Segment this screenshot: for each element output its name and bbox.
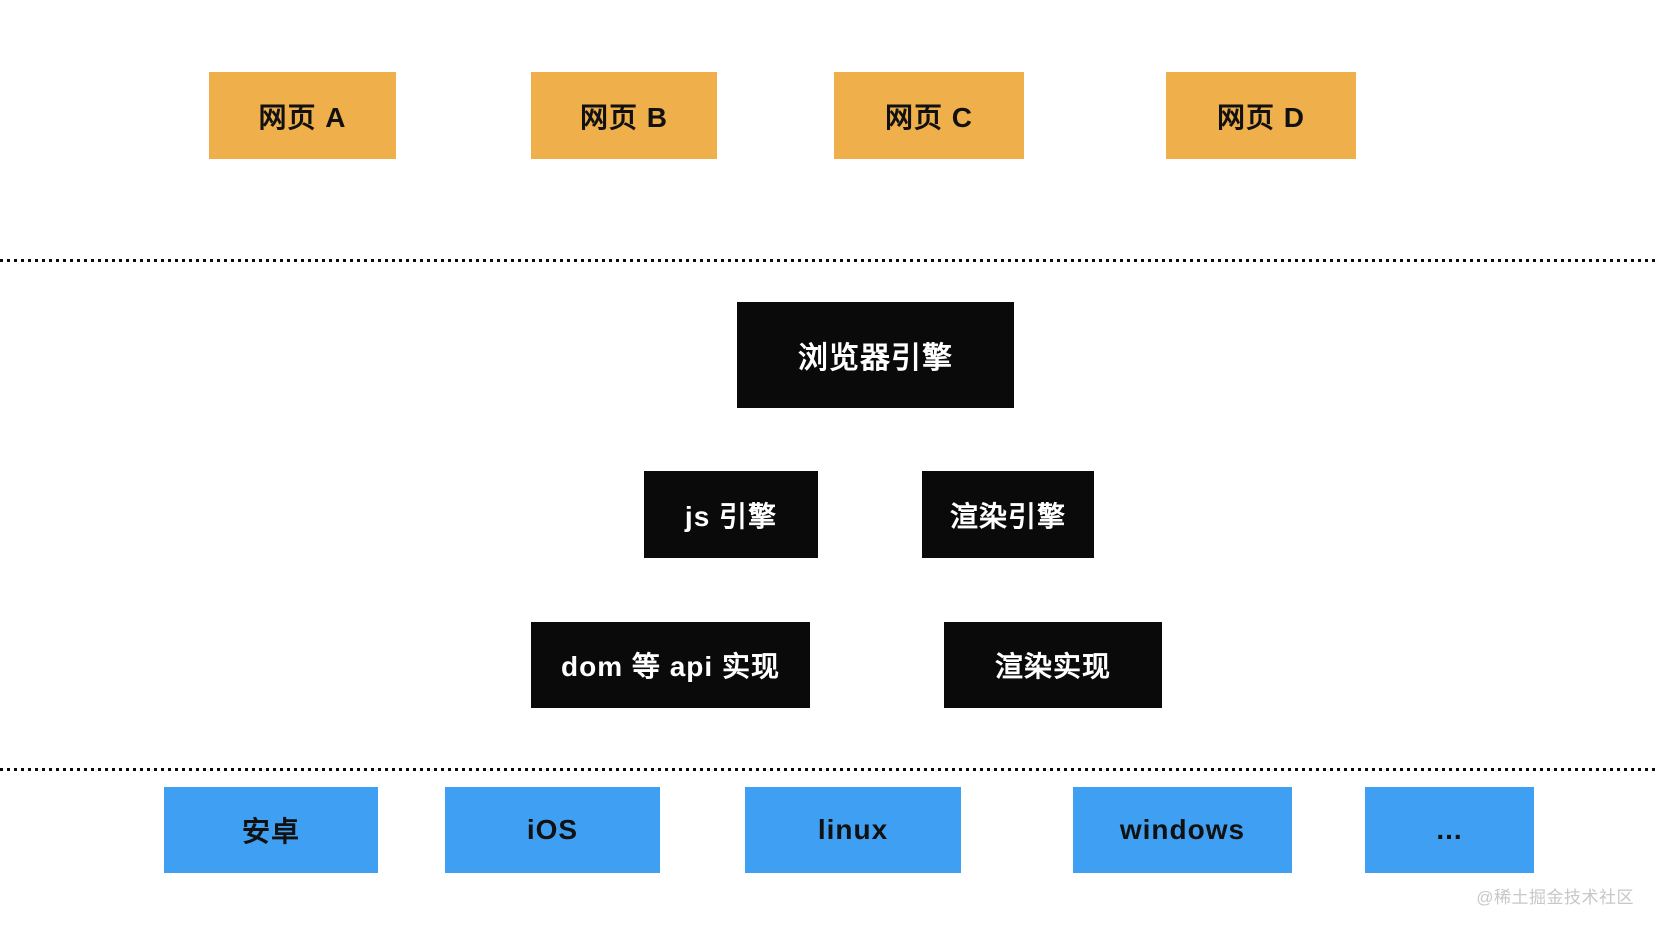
platform-ios-label: iOS (526, 814, 579, 845)
render-implementation-label: 渲染实现 (994, 651, 1111, 682)
platform-windows-label: windows (1119, 814, 1246, 845)
diagram-node-webpage-a: 网页 A (209, 72, 396, 159)
webpage-a-label: 网页 A (258, 101, 347, 133)
diagram-node-webpage-c: 网页 C (834, 72, 1024, 159)
platform-ellipsis-label: ... (1436, 814, 1463, 845)
platform-android-label: 安卓 (241, 816, 300, 847)
diagram-node-platform-ellipsis: ... (1365, 787, 1534, 873)
dotted-separator-bottom (0, 768, 1656, 771)
diagram-node-webpage-d: 网页 D (1166, 72, 1356, 159)
diagram-node-dom-api-implementation: dom 等 api 实现 (531, 622, 810, 708)
render-engine-label: 渲染引擎 (949, 500, 1066, 532)
dotted-separator-top (0, 259, 1656, 262)
diagram-node-webpage-b: 网页 B (531, 72, 717, 159)
webpage-d-label: 网页 D (1216, 101, 1305, 133)
watermark-text: @稀土掘金技术社区 (1476, 888, 1634, 907)
diagram-node-render-implementation: 渲染实现 (944, 622, 1162, 708)
js-engine-label: js 引擎 (684, 500, 778, 532)
platform-linux-label: linux (817, 814, 889, 845)
webpage-b-label: 网页 B (579, 101, 668, 133)
diagram-node-platform-windows: windows (1073, 787, 1292, 873)
diagram-node-platform-ios: iOS (445, 787, 660, 873)
diagram-node-platform-android: 安卓 (164, 787, 378, 873)
diagram-node-platform-linux: linux (745, 787, 961, 873)
diagram-node-browser-engine: 浏览器引擎 (737, 302, 1014, 408)
browser-engine-label: 浏览器引擎 (798, 342, 953, 375)
dom-api-implementation-label: dom 等 api 实现 (561, 651, 780, 682)
diagram-node-render-engine: 渲染引擎 (922, 471, 1094, 558)
webpage-c-label: 网页 C (884, 101, 973, 133)
diagram-node-js-engine: js 引擎 (644, 471, 818, 558)
